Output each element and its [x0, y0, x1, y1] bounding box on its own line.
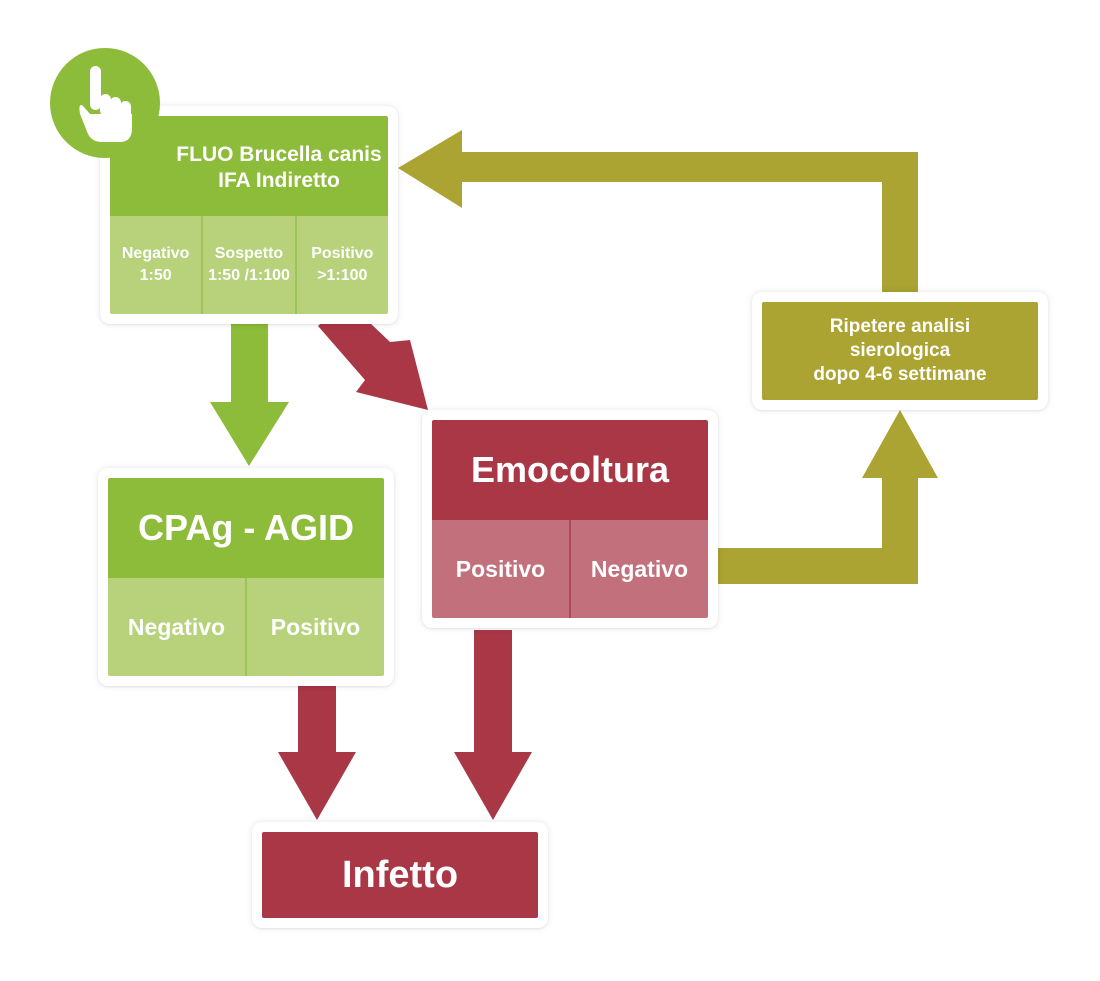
pointing-hand-icon: [50, 48, 160, 158]
arrow-cpag-to-infetto: [278, 686, 356, 820]
cpag-title: CPAg - AGID: [138, 507, 354, 548]
fluo-box: FLUO Brucella canis IFA Indiretto Negati…: [110, 116, 388, 314]
pointing-hand-badge: [50, 48, 160, 158]
fluo-title-line2: IFA Indiretto: [218, 169, 340, 192]
emocoltura-results-row: Positivo Negativo: [432, 520, 708, 618]
fluo-results-row: Negativo 1:50 Sospetto 1:50 /1:100 Posit…: [110, 216, 388, 314]
emocoltura-title: Emocoltura: [470, 449, 670, 490]
cpag-header: CPAg - AGID: [108, 478, 384, 578]
fluo-card: FLUO Brucella canis IFA Indiretto Negati…: [100, 106, 398, 324]
arrow-ripetere-to-fluo: [398, 130, 918, 292]
infetto-card: Infetto: [252, 822, 548, 928]
emocoltura-result-positivo: Positivo: [455, 555, 546, 582]
infetto-box: Infetto: [262, 832, 538, 918]
emocoltura-header: Emocoltura: [432, 420, 708, 520]
ripetere-line2: sierologica: [849, 340, 951, 361]
ripetere-line1: Ripetere analisi: [829, 316, 971, 337]
cpag-box: CPAg - AGID Negativo Positivo: [108, 478, 384, 676]
arrow-emocoltura-to-infetto: [454, 630, 532, 820]
ripetere-card: Ripetere analisi sierologica dopo 4-6 se…: [752, 292, 1048, 410]
cpag-result-positivo: Positivo: [245, 578, 384, 676]
emocoltura-result-negativo: Negativo: [569, 520, 708, 618]
fluo-title-line1: FLUO Brucella canis: [176, 143, 382, 166]
infetto-title: Infetto: [341, 853, 459, 896]
arrow-emocoltura-to-ripetere: [718, 410, 938, 584]
cpag-card: CPAg - AGID Negativo Positivo: [98, 468, 394, 686]
emocoltura-box: Emocoltura Positivo Negativo: [432, 420, 708, 618]
ripetere-text: Ripetere analisi sierologica dopo 4-6 se…: [762, 315, 1038, 387]
ripetere-line3: dopo 4-6 settimane: [813, 364, 987, 385]
cpag-results-row: Negativo Positivo: [108, 578, 384, 676]
arrow-fluo-to-emocoltura: [318, 300, 428, 410]
arrow-fluo-to-cpag: [210, 318, 289, 466]
ripetere-box: Ripetere analisi sierologica dopo 4-6 se…: [762, 302, 1038, 400]
fluo-header: FLUO Brucella canis IFA Indiretto: [110, 116, 388, 216]
fluo-result-sospetto: Sospetto 1:50 /1:100: [201, 216, 294, 314]
fluo-result-positivo: Positivo >1:100: [294, 216, 388, 314]
fluo-result-negativo: Negativo 1:50: [121, 245, 190, 284]
emocoltura-card: Emocoltura Positivo Negativo: [422, 410, 718, 628]
cpag-result-negativo: Negativo: [127, 613, 226, 640]
